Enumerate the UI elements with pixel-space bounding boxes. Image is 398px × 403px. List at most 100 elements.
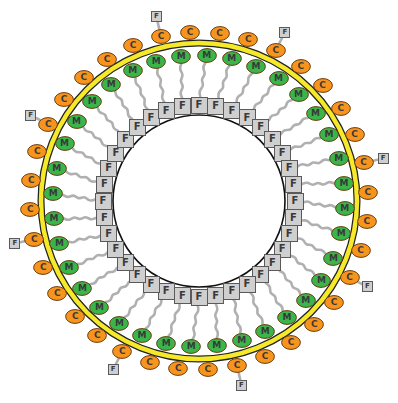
node-letter: C xyxy=(272,46,279,55)
filament-square: F xyxy=(191,289,208,306)
node-letter: C xyxy=(130,41,137,50)
tether-line xyxy=(302,220,332,230)
node-letter: F xyxy=(134,122,141,132)
tether-line xyxy=(266,283,283,311)
tether-line xyxy=(20,241,24,242)
oval-fill xyxy=(90,301,109,315)
node-letter: F xyxy=(105,163,112,173)
node-letter: M xyxy=(325,130,334,139)
node-letter: C xyxy=(119,347,126,356)
node-letter: C xyxy=(262,352,269,361)
green-oval: M xyxy=(123,63,143,78)
oval-fill xyxy=(88,329,107,343)
oval-fill xyxy=(198,363,217,377)
oval-fill xyxy=(60,260,79,274)
green-oval: M xyxy=(319,127,339,142)
node-letter: F xyxy=(154,13,159,20)
node-letter: M xyxy=(317,276,326,285)
oval-fill xyxy=(331,102,350,116)
oval-fill xyxy=(312,274,331,288)
oval-fill xyxy=(239,32,258,46)
oval-fill xyxy=(45,212,64,226)
oval-fill xyxy=(269,72,288,86)
node-letter: C xyxy=(360,158,367,167)
oval-fill xyxy=(197,48,216,62)
orange-oval: C xyxy=(210,26,230,41)
oval-fill xyxy=(74,70,93,84)
node-letter: M xyxy=(187,342,196,351)
node-letter: F xyxy=(228,106,235,116)
node-letter: M xyxy=(252,62,261,71)
oval-fill xyxy=(169,362,188,376)
node-letter: M xyxy=(50,214,59,223)
node-letter: F xyxy=(105,229,112,239)
outer-square: F xyxy=(362,281,373,292)
green-oval: M xyxy=(222,51,242,66)
tether-line xyxy=(302,182,334,185)
filament-square: F xyxy=(96,209,113,226)
tether-line xyxy=(281,118,308,134)
filament-square: F xyxy=(285,209,302,226)
orange-oval: C xyxy=(87,328,107,343)
node-letter: F xyxy=(228,286,235,296)
orange-oval: C xyxy=(151,29,171,44)
oval-fill xyxy=(210,26,229,40)
oval-fill xyxy=(25,232,44,246)
oval-fill xyxy=(277,311,296,325)
orange-oval: C xyxy=(47,286,67,301)
tether-line xyxy=(146,300,162,329)
oval-fill xyxy=(305,318,324,332)
node-letter: M xyxy=(137,331,146,340)
node-letter: M xyxy=(52,164,61,173)
orange-oval: C xyxy=(123,38,143,53)
oval-fill xyxy=(332,227,351,241)
tether-line xyxy=(90,268,117,284)
node-letter: C xyxy=(34,147,41,156)
orange-oval: C xyxy=(140,355,160,370)
node-letter: F xyxy=(101,179,108,189)
node-letter: F xyxy=(163,106,170,116)
oval-fill xyxy=(357,215,376,229)
node-letter: M xyxy=(294,90,303,99)
orange-oval: C xyxy=(281,335,301,350)
node-letter: C xyxy=(216,29,223,38)
oval-fill xyxy=(289,87,308,101)
node-letter: C xyxy=(94,331,101,340)
oval-fill xyxy=(39,117,58,131)
node-letter: M xyxy=(329,254,338,263)
green-oval: M xyxy=(335,201,355,216)
node-letter: F xyxy=(269,258,276,268)
oval-fill xyxy=(340,271,359,285)
node-letter: C xyxy=(27,205,34,214)
node-letter: M xyxy=(152,57,161,66)
green-oval: M xyxy=(49,236,69,251)
green-oval: M xyxy=(72,281,92,296)
green-oval: M xyxy=(181,339,201,354)
node-letter: C xyxy=(319,81,326,90)
orange-oval: C xyxy=(38,117,58,132)
oval-fill xyxy=(102,77,121,91)
green-oval: M xyxy=(269,71,289,86)
tether-line xyxy=(157,69,164,102)
node-letter: F xyxy=(212,101,219,111)
tether-line xyxy=(250,293,262,324)
oval-fill xyxy=(325,296,344,310)
orange-oval: C xyxy=(27,144,47,159)
oval-fill xyxy=(320,128,339,142)
tether-line xyxy=(69,236,100,243)
node-letter: C xyxy=(346,273,353,282)
orange-oval: C xyxy=(291,59,311,74)
node-letter: F xyxy=(279,244,286,254)
filament-square: F xyxy=(107,241,124,258)
node-letter: C xyxy=(337,104,344,113)
oval-fill xyxy=(73,282,92,296)
node-letter: F xyxy=(179,101,186,111)
orange-oval: C xyxy=(313,78,333,93)
orange-oval: C xyxy=(357,214,377,229)
oval-fill xyxy=(207,339,226,353)
green-oval: M xyxy=(67,114,87,129)
oval-fill xyxy=(182,340,201,354)
green-oval: M xyxy=(311,273,331,288)
node-letter: F xyxy=(290,213,297,223)
green-oval: M xyxy=(47,161,67,176)
